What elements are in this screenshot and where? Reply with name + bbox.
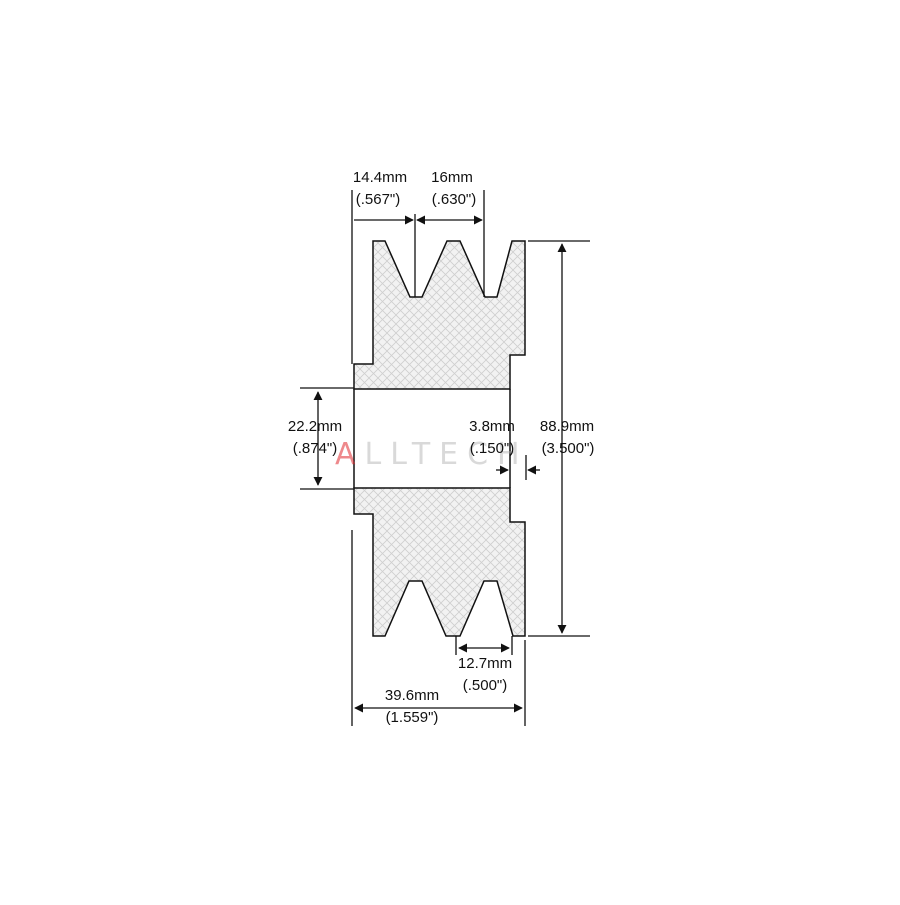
label-groove-gap-metric: 14.4mm [353,169,407,186]
label-groove-pitch-metric: 16mm [431,169,473,186]
watermark-logo: ALLTECH [335,437,529,472]
label-bore-imperial: (.874") [293,440,338,457]
watermark: ALLTECH [335,437,529,472]
pulley-upper-section [353,240,526,390]
label-groove-gap-imperial: (.567") [356,191,401,208]
bore-outline [353,389,511,488]
label-overall-width-imperial: (1.559") [386,709,439,726]
label-groove-top-imperial: (.500") [463,677,508,694]
label-groove-pitch-imperial: (.630") [432,191,477,208]
dimension-lines [313,215,567,713]
extension-lines [300,190,590,726]
dimension-labels: 14.4mm (.567") 16mm (.630") 22.2mm (.874… [288,169,595,726]
label-groove-top-metric: 12.7mm [458,655,512,672]
label-hub-step-metric: 3.8mm [469,418,515,435]
label-hub-step-imperial: (.150") [470,440,515,457]
label-outer-diameter-metric: 88.9mm [540,418,594,435]
watermark-rest-letters: LLTECH [365,437,529,472]
pulley-lower-section [353,487,526,637]
label-bore-metric: 22.2mm [288,418,342,435]
watermark-accent-letter: A [335,437,365,472]
label-outer-diameter-imperial: (3.500") [542,440,595,457]
label-overall-width-metric: 39.6mm [385,687,439,704]
